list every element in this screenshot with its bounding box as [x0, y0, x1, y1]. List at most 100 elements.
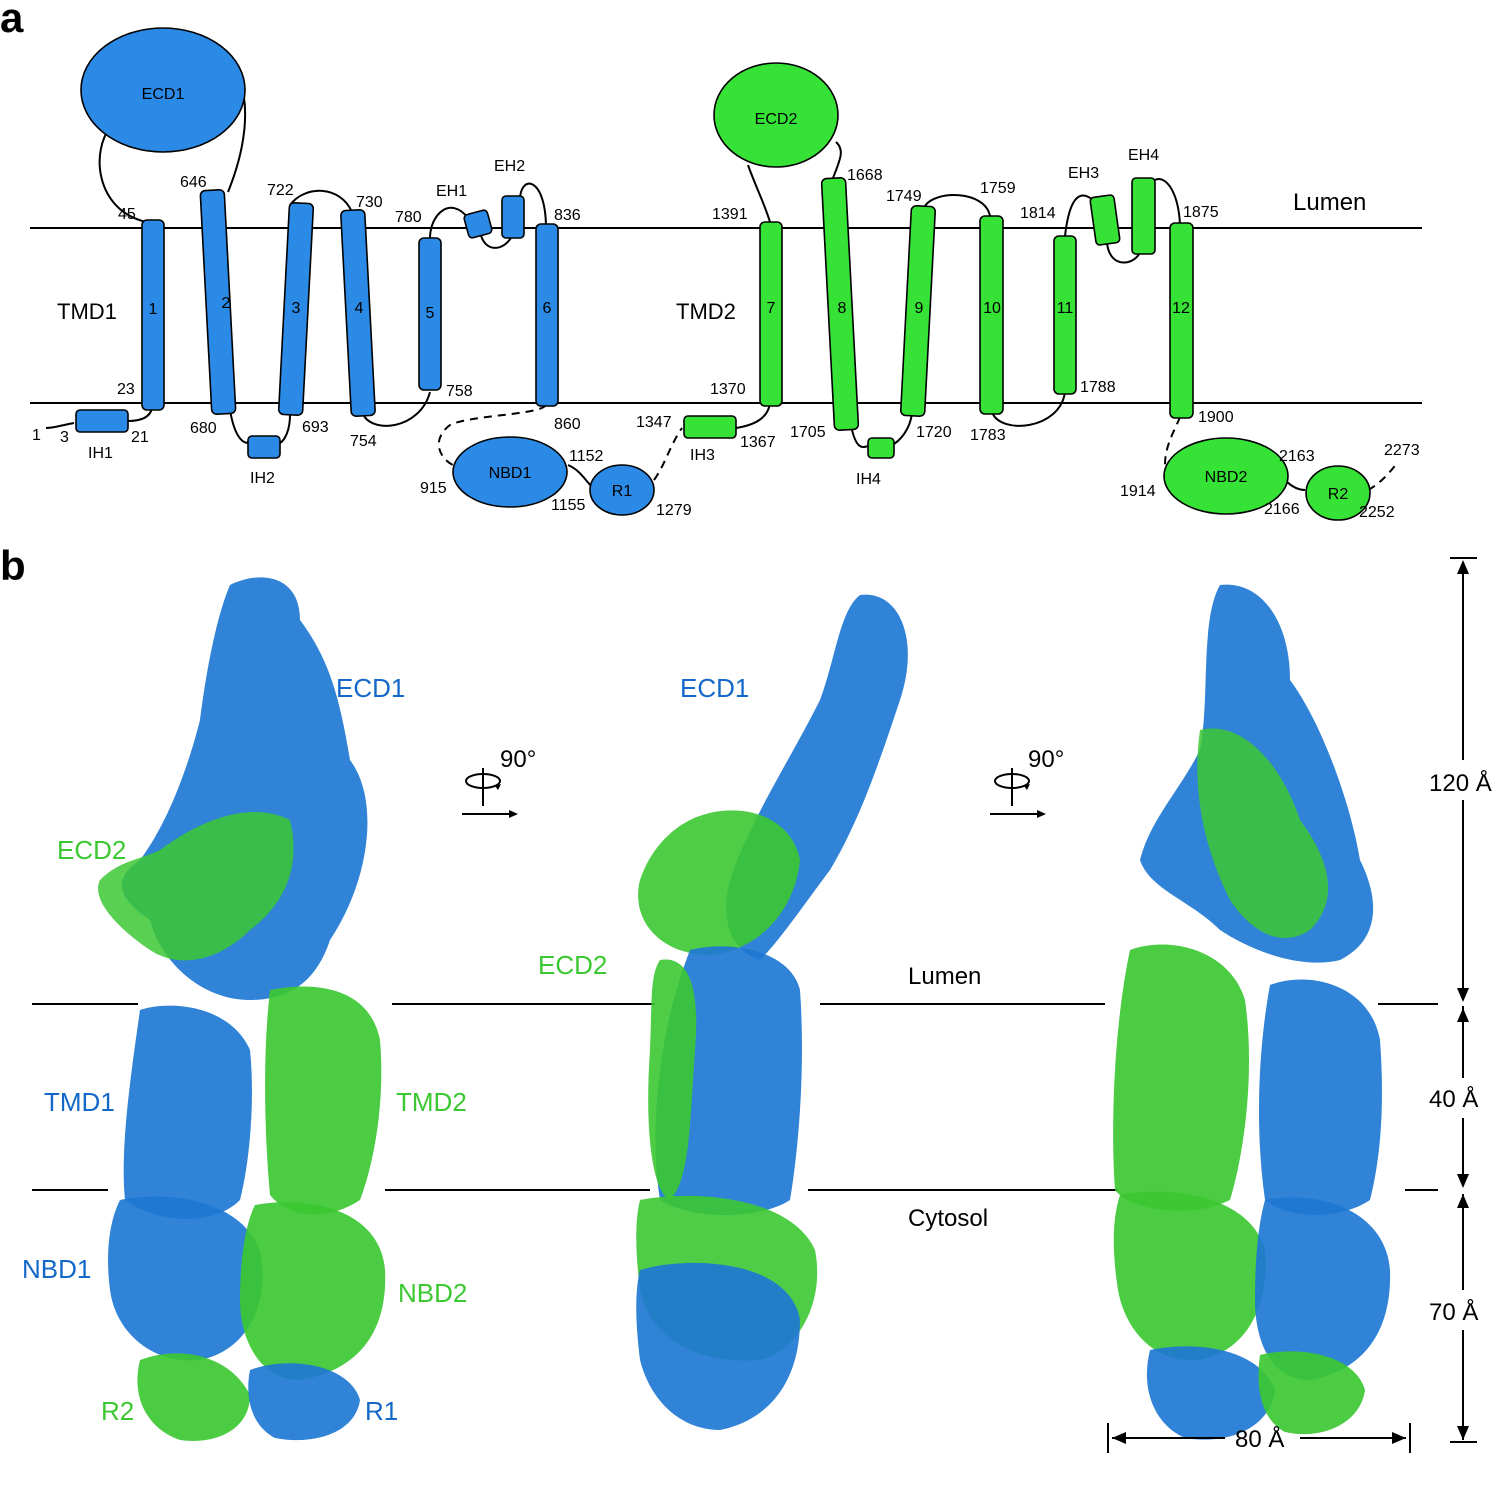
res-1720: 1720 [916, 424, 952, 441]
dash-6-nbd1 [437, 404, 547, 467]
helix-eh1 [463, 209, 493, 239]
helix-4-label: 4 [355, 300, 364, 317]
res-1814: 1814 [1020, 205, 1056, 222]
ecd1-label-left: ECD1 [336, 673, 405, 703]
ecd2-label-left: ECD2 [57, 835, 126, 865]
dash-r2-cterm [1367, 461, 1399, 491]
helix-11-label: 11 [1057, 300, 1074, 317]
nbd1-label: NBD1 [489, 465, 532, 482]
cytosol-label-b: Cytosol [908, 1205, 988, 1232]
res-3: 3 [60, 429, 69, 446]
rotate-icon [462, 768, 518, 818]
nbd2-label-b: NBD2 [398, 1278, 467, 1308]
res-1: 1 [32, 427, 41, 444]
loop-ih2-3 [279, 414, 291, 444]
helix-eh4 [1131, 177, 1156, 255]
helix-5-label: 5 [426, 305, 435, 322]
helix-9-label: 9 [915, 300, 924, 317]
loop-ih4-9 [893, 412, 913, 445]
ecd1-label: ECD1 [142, 86, 185, 103]
dim-80: 80 Å [1235, 1425, 1284, 1453]
helix-10 [979, 215, 1004, 415]
dim-70: 70 Å [1429, 1298, 1478, 1326]
res-780: 780 [395, 209, 422, 226]
tmd1-label-b: TMD1 [44, 1087, 115, 1117]
helix-12-label: 12 [1172, 300, 1190, 317]
r1-ellipse [589, 464, 655, 516]
helix-6 [535, 223, 559, 407]
helix-12 [1169, 222, 1194, 419]
nbd2-label: NBD2 [1205, 469, 1248, 486]
res-1749: 1749 [886, 188, 922, 205]
helix-ih3 [683, 415, 737, 439]
helix-8-label: 8 [838, 300, 847, 317]
loop-ecd2-right [832, 141, 842, 179]
helix-eh2 [501, 195, 525, 239]
ecd2-ellipse [713, 62, 839, 168]
loop-eh4-12 [1154, 178, 1181, 225]
res-1668: 1668 [847, 167, 883, 184]
nbd1-ellipse [452, 436, 568, 508]
res-758: 758 [446, 383, 473, 400]
loop-5-eh1 [429, 206, 469, 239]
res-754: 754 [350, 433, 377, 450]
loop-eh1-eh2 [479, 231, 513, 249]
helix-3-label: 3 [292, 300, 301, 317]
helix-5 [418, 237, 442, 391]
res-1914: 1914 [1120, 483, 1156, 500]
ih3-label: IH3 [690, 447, 715, 464]
helix-eh3 [1089, 194, 1121, 246]
helix-4 [340, 208, 376, 418]
res-1279: 1279 [656, 502, 692, 519]
loop-2-ih2 [229, 409, 251, 444]
res-693: 693 [302, 419, 329, 436]
ih1-label: IH1 [88, 445, 113, 462]
ih4-label: IH4 [856, 471, 881, 488]
res-730: 730 [356, 194, 383, 211]
dimension-arrows [1107, 557, 1477, 1453]
dim-40: 40 Å [1429, 1085, 1478, 1113]
helix-7 [759, 221, 783, 407]
loop-4-5 [361, 391, 431, 427]
eh3-label: EH3 [1068, 165, 1099, 182]
res-1900: 1900 [1198, 409, 1234, 426]
res-722: 722 [267, 182, 294, 199]
ecd1-ellipse [80, 27, 246, 153]
residue-numbers: 45 646 722 730 780 836 23 680 693 754 75… [32, 167, 1420, 521]
helix-3 [277, 201, 315, 417]
helix-ih4 [867, 437, 895, 459]
res-646: 646 [180, 174, 207, 191]
structure-right [1113, 584, 1391, 1440]
res-1705: 1705 [790, 424, 826, 441]
res-1759: 1759 [980, 180, 1016, 197]
res-45: 45 [118, 206, 136, 223]
loop-eh3-eh4 [1106, 242, 1141, 264]
rotate-icon [990, 768, 1046, 818]
helix-ih1 [75, 409, 129, 433]
r1-label: R1 [612, 483, 633, 500]
res-1370: 1370 [710, 381, 746, 398]
ecd2-label: ECD2 [755, 111, 798, 128]
membrane-lines-b [32, 1003, 1438, 1191]
ecd1-label-middle: ECD1 [680, 673, 749, 703]
dim-120: 120 Å [1429, 769, 1492, 797]
rotation-label-2: 90° [1028, 746, 1064, 773]
res-2252: 2252 [1359, 504, 1395, 521]
loop-3-4 [289, 189, 353, 213]
nbd2-ellipse [1163, 437, 1289, 515]
nterm-line [45, 422, 75, 429]
helix-1 [141, 219, 165, 411]
loop-eh2-6 [519, 182, 547, 227]
tmd2-label-b: TMD2 [396, 1087, 467, 1117]
res-2163: 2163 [1279, 448, 1315, 465]
eh1-label: EH1 [436, 183, 467, 200]
link-nbd1-r1 [567, 464, 594, 489]
helix-2 [199, 188, 237, 416]
tmd1-label: TMD1 [57, 299, 117, 324]
r2-label: R2 [1328, 486, 1349, 503]
res-2273: 2273 [1384, 442, 1420, 459]
eh2-label: EH2 [494, 158, 525, 175]
r1-label-b: R1 [365, 1396, 398, 1426]
helix-8 [820, 176, 860, 432]
